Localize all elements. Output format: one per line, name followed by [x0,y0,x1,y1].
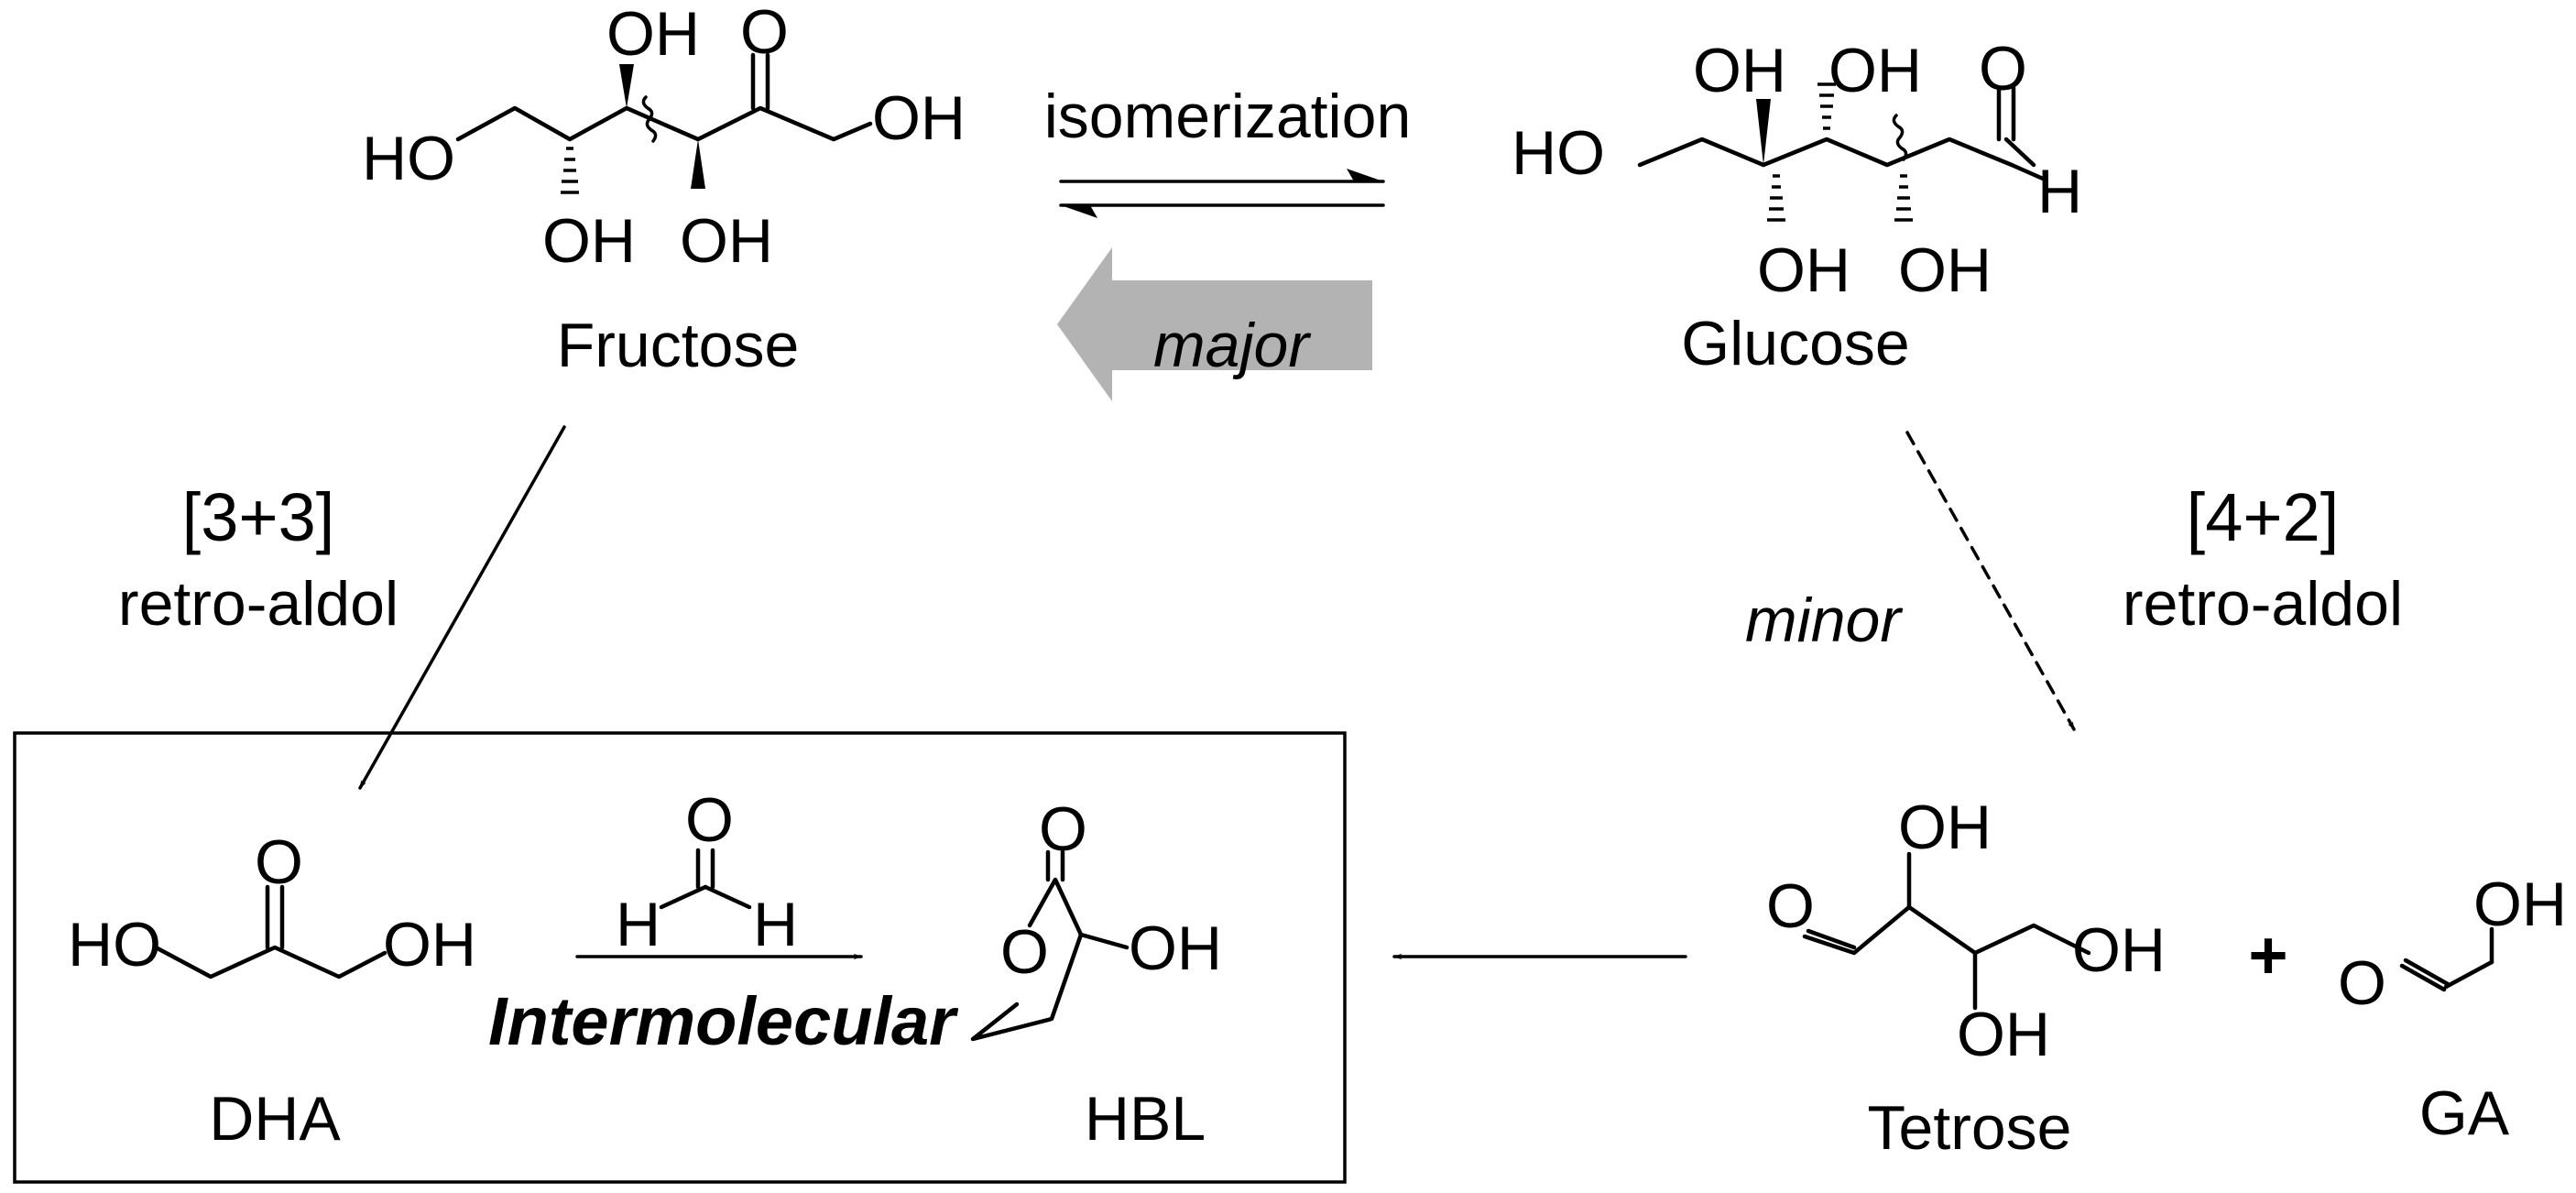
fructose-structure: HO OH OH OH O OH [362,0,966,276]
isomerization-label: isomerization [1044,82,1412,151]
equilibrium-arrows [1059,169,1385,218]
hbl-structure: O O OH [970,794,1222,1042]
ga-label: GA [2419,1078,2510,1148]
glucose-oh-top-1: OH [1693,36,1786,105]
fructose-ho-left: HO [362,124,455,193]
dha-hbl-box [13,731,1347,1184]
formaldehyde-o: O [685,785,734,855]
fructose-to-dha-arrow [358,425,566,790]
glucose-label: Glucose [1681,309,1909,378]
formaldehyde-h-right: H [753,890,798,959]
glucose-to-tetrose-arrow [1905,431,2076,731]
dha-structure: HO O OH [68,827,476,980]
glucose-oh-bottom-1: OH [1757,235,1850,305]
ga-carbonyl-o: O [2338,948,2386,1018]
ga-oh: OH [2473,870,2567,939]
intermolecular-label: Intermolecular [488,983,959,1059]
dha-label: DHA [209,1084,341,1154]
glucose-structure: HO OH OH OH OH O H [1512,34,2082,305]
right-pathway-bracket: [4+2] [2187,479,2340,555]
dha-oh-right: OH [383,910,476,980]
left-pathway-bracket: [3+3] [182,479,335,555]
ga-structure: O OH [2338,870,2567,1018]
formaldehyde-structure: O H H [616,785,798,959]
hbl-carbonyl-o: O [1039,794,1087,864]
major-arrow [1057,247,1372,401]
glucose-carbonyl-o: O [1979,34,2027,104]
fructose-oh-bottom-left: OH [542,206,636,276]
tetrose-oh-right: OH [2072,915,2166,985]
right-pathway-type: retro-aldol [2123,569,2403,639]
tetrose-structure: O OH OH OH [1766,793,2166,1069]
tetrose-carbonyl-o: O [1766,871,1815,941]
fructose-oh-top: OH [606,0,700,69]
plus-sign: + [2248,917,2287,993]
tetrose-label: Tetrose [1868,1093,2072,1163]
fructose-label: Fructose [557,311,800,380]
dha-ho-left: HO [68,910,161,980]
hbl-ring-o: O [1000,917,1049,987]
fructose-oh-right: OH [872,83,966,153]
fructose-oh-bottom-right: OH [680,206,773,276]
minor-label: minor [1745,586,1903,655]
glucose-oh-top-2: OH [1828,36,1922,105]
glucose-aldehyde-h: H [2037,157,2082,226]
left-pathway-type: retro-aldol [118,569,398,639]
formaldehyde-h-left: H [616,890,660,959]
hbl-label: HBL [1085,1084,1206,1154]
glucose-ho-left: HO [1512,118,1605,188]
hbl-oh: OH [1129,914,1222,983]
dha-carbonyl-o: O [255,827,303,897]
glucose-oh-bottom-2: OH [1898,235,1992,305]
fructose-carbonyl-o: O [740,0,789,67]
major-label: major [1153,311,1311,380]
tetrose-oh-top: OH [1898,793,1992,862]
tetrose-oh-bottom: OH [1957,1000,2050,1069]
